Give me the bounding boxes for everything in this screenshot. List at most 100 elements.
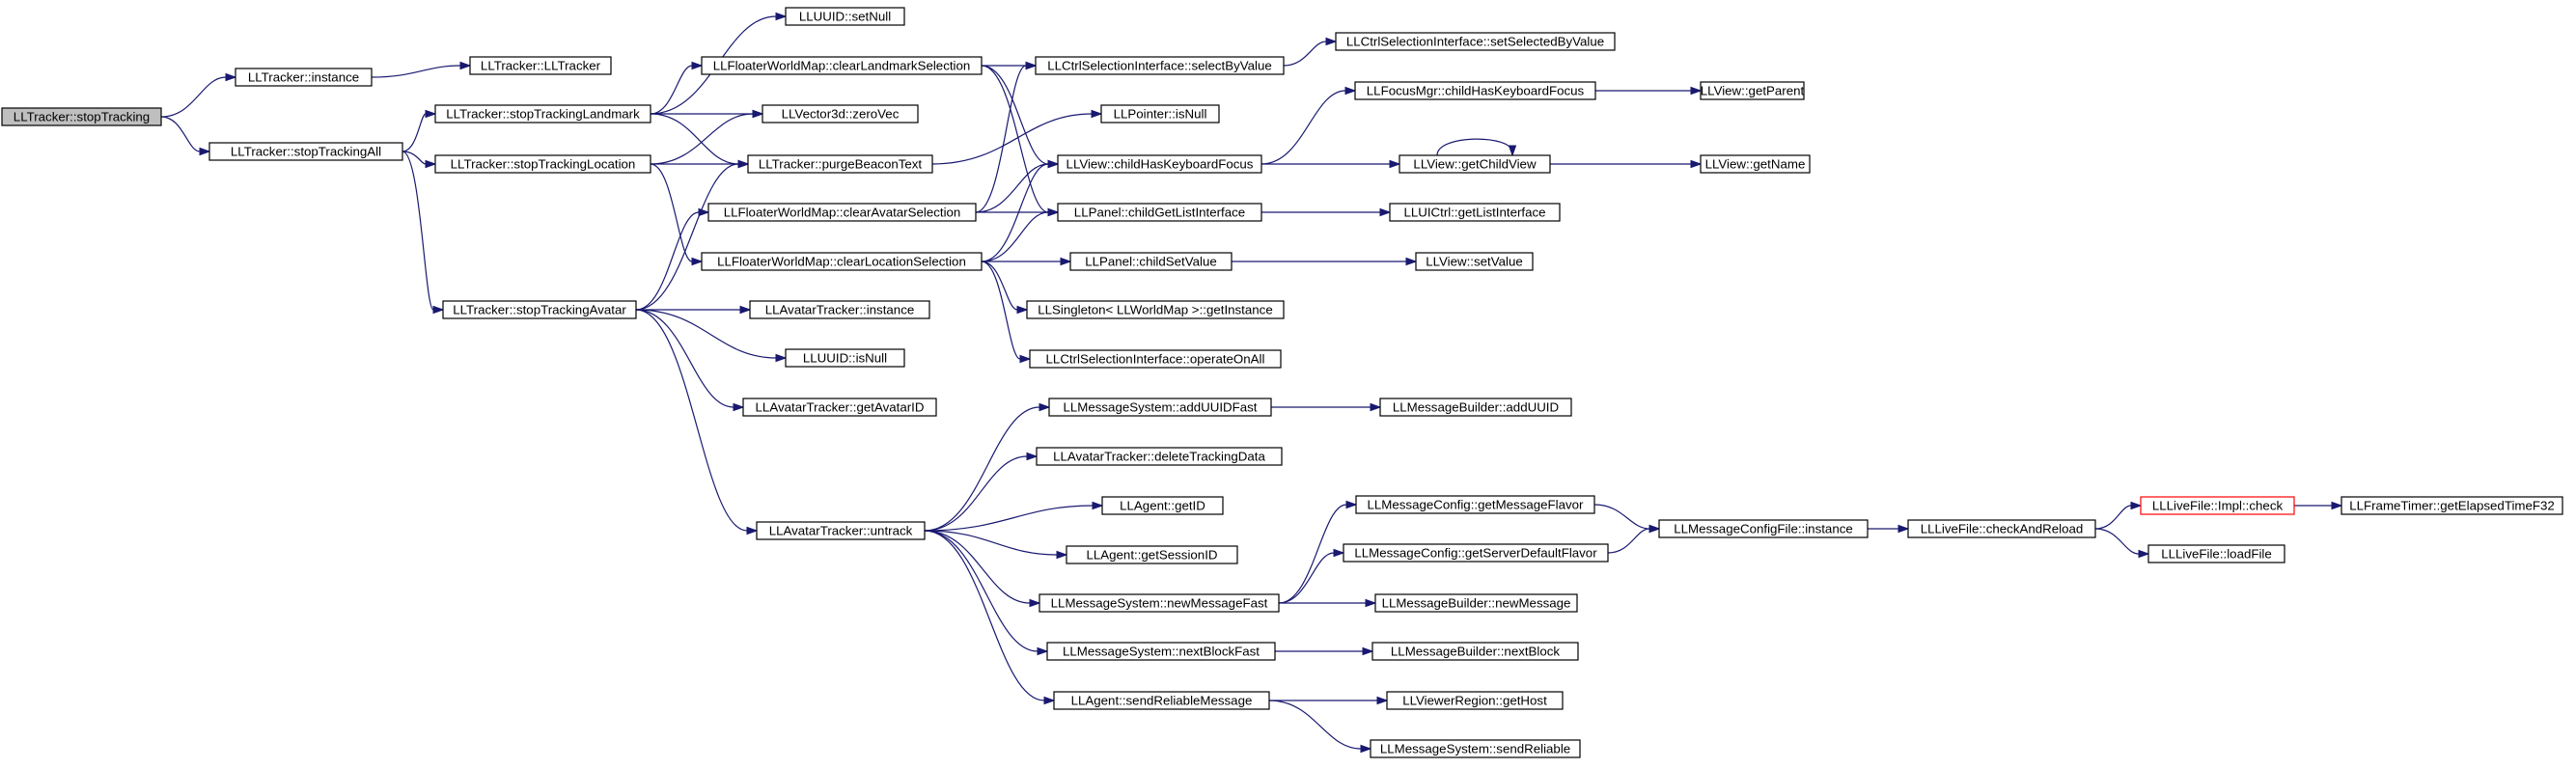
node-llctrlselectioninterface-operateonall[interactable]: LLCtrlSelectionInterface::operateOnAll — [1029, 349, 1282, 369]
node-llmessagesystem-nextblockfast[interactable]: LLMessageSystem::nextBlockFast — [1046, 642, 1276, 661]
node-box — [442, 300, 637, 319]
node-lltracker-stoptrackingavatar[interactable]: LLTracker::stopTrackingAvatar — [442, 300, 637, 319]
node-llsingleton-llworldmap-getinstance[interactable]: LLSingleton< LLWorldMap >::getInstance — [1026, 300, 1285, 319]
node-llfocusmgr-childhaskeyboardfocus[interactable]: LLFocusMgr::childHasKeyboardFocus — [1354, 81, 1596, 100]
node-llmessagebuilder-newmessage[interactable]: LLMessageBuilder::newMessage — [1374, 593, 1578, 613]
node-llview-getchildview[interactable]: LLView::getChildView — [1399, 154, 1551, 174]
node-llview-childhaskeyboardfocus[interactable]: LLView::childHasKeyboardFocus — [1057, 154, 1262, 174]
node-llavatartracker-untrack[interactable]: LLAvatarTracker::untrack — [756, 521, 926, 540]
edge-n24-n11-arrow — [737, 159, 750, 169]
node-lllivefile-checkandreload[interactable]: LLLiveFile::checkAndReload — [1907, 519, 2096, 538]
node-llvector3d-zerovec[interactable]: LLVector3d::zeroVec — [762, 104, 919, 124]
node-llmessageconfig-getserverdefaultflavor[interactable]: LLMessageConfig::getServerDefaultFlavor — [1343, 543, 1609, 563]
node-label: LLMessageBuilder::nextBlock — [1391, 645, 1561, 659]
node-box — [1386, 691, 1564, 710]
node-llframetimer-getelapsedtimef32[interactable]: LLFrameTimer::getElapsedTimeF32 — [2341, 496, 2563, 515]
node-box — [1658, 519, 1869, 538]
node-llmessageconfig-getmessageflavor[interactable]: LLMessageConfig::getMessageFlavor — [1355, 495, 1595, 514]
node-llpanel-childgetlistinterface[interactable]: LLPanel::childGetListInterface — [1057, 203, 1262, 222]
node-llagent-sendreliablemessage[interactable]: LLAgent::sendReliableMessage — [1053, 691, 1270, 710]
node-lltracker-stoptrackinglocation[interactable]: LLTracker::stopTrackingLocation — [434, 154, 651, 174]
node-llctrlselectioninterface-selectbyvalue[interactable]: LLCtrlSelectionInterface::selectByValue — [1035, 56, 1285, 75]
node-box — [1046, 642, 1276, 661]
node-lluuid-isnull[interactable]: LLUUID::isNull — [785, 348, 905, 368]
node-label: LLView::childHasKeyboardFocus — [1066, 157, 1254, 172]
node-label: LLAgent::getSessionID — [1086, 548, 1217, 563]
edge-n3-n4-arrow — [425, 109, 437, 119]
node-box — [2341, 496, 2563, 515]
node-box — [1100, 104, 1220, 124]
node-llmessagesystem-sendreliable[interactable]: LLMessageSystem::sendReliable — [1370, 739, 1581, 758]
node-label: LLMessageConfig::getServerDefaultFlavor — [1354, 546, 1597, 561]
edge-n35-n36-arrow — [2331, 501, 2343, 510]
node-lltracker-instance[interactable]: LLTracker::instance — [235, 68, 373, 87]
edge-n1-n2-arrow — [459, 61, 472, 70]
node-label: LLTracker::instance — [248, 70, 359, 85]
node-lltracker-lltracker[interactable]: LLTracker::LLTracker — [469, 56, 612, 75]
node-box — [1026, 300, 1285, 319]
node-llview-getname[interactable]: LLView::getName — [1700, 154, 1811, 174]
node-llpanel-childsetvalue[interactable]: LLPanel::childSetValue — [1069, 252, 1233, 271]
node-llpointer-isnull[interactable]: LLPointer::isNull — [1100, 104, 1220, 124]
edge-n0-n3-arrow — [199, 147, 211, 156]
node-label: LLPanel::childSetValue — [1085, 255, 1217, 269]
node-llagent-getid[interactable]: LLAgent::getID — [1101, 496, 1224, 515]
node-llview-getparent[interactable]: LLView::getParent — [1700, 81, 1805, 100]
node-lltracker-purgebeacontext[interactable]: LLTracker::purgeBeaconText — [747, 154, 933, 174]
node-box — [701, 252, 983, 271]
node-label: LLCtrlSelectionInterface::selectByValue — [1047, 59, 1272, 73]
node-llavatartracker-getavatarid[interactable]: LLAvatarTracker::getAvatarID — [742, 398, 937, 417]
node-llviewerregion-gethost[interactable]: LLViewerRegion::getHost — [1386, 691, 1564, 710]
node-box — [1907, 519, 2096, 538]
edge-n24-n29 — [635, 309, 734, 408]
edge-n21-n15 — [981, 163, 1049, 262]
node-box — [785, 7, 905, 26]
edge-n43-n34-arrow — [1345, 500, 1358, 509]
edge-n47-n49 — [1268, 700, 1362, 750]
node-lltracker-stoptrackinglandmark[interactable]: LLTracker::stopTrackingLandmark — [434, 104, 651, 124]
edge-n37-n47 — [924, 530, 1045, 701]
edge-n37-n33-arrow — [1092, 501, 1104, 510]
node-llfloaterworldmap-clearlandmarkselection[interactable]: LLFloaterWorldMap::clearLandmarkSelectio… — [701, 56, 983, 75]
node-label: LLPointer::isNull — [1114, 107, 1207, 122]
node-llavatartracker-deletetrackingdata[interactable]: LLAvatarTracker::deleteTrackingData — [1036, 447, 1283, 466]
node-llmessagesystem-newmessagefast[interactable]: LLMessageSystem::newMessageFast — [1039, 593, 1280, 613]
edge-n0-n1 — [160, 76, 227, 118]
node-lllivefile-loadfile[interactable]: LLLiveFile::loadFile — [2147, 544, 2285, 563]
node-lluuid-setnull[interactable]: LLUUID::setNull — [785, 7, 905, 26]
edge-n10-n9 — [650, 113, 754, 165]
node-lltracker-stoptrackingall[interactable]: LLTracker::stopTrackingAll — [208, 142, 403, 161]
edge-n10-n21 — [650, 163, 693, 262]
node-label: LLUUID::setNull — [799, 10, 891, 24]
node-llagent-getsessionid[interactable]: LLAgent::getSessionID — [1066, 545, 1238, 564]
edge-n15-n13 — [1260, 90, 1346, 165]
edge-n10-n9-arrow — [752, 109, 764, 119]
node-llavatartracker-instance[interactable]: LLAvatarTracker::instance — [749, 300, 930, 319]
edge-n4-n11 — [650, 113, 739, 165]
node-label: LLMessageConfigFile::instance — [1674, 522, 1853, 536]
edge-n16-n16-arrow — [1508, 145, 1517, 157]
edge-n43-n40-arrow — [1333, 548, 1345, 558]
node-box — [1, 107, 162, 126]
node-label: LLView::getName — [1705, 157, 1806, 172]
node-llview-setvalue[interactable]: LLView::setValue — [1415, 252, 1534, 271]
node-llmessagebuilder-adduuid[interactable]: LLMessageBuilder::addUUID — [1379, 398, 1572, 417]
edge-n21-n15-arrow — [1047, 159, 1060, 169]
node-llmessagebuilder-nextblock[interactable]: LLMessageBuilder::nextBlock — [1371, 642, 1579, 661]
node-llmessageconfigfile-instance[interactable]: LLMessageConfigFile::instance — [1658, 519, 1869, 538]
node-llmessagesystem-adduuidfast[interactable]: LLMessageSystem::addUUIDFast — [1048, 398, 1272, 417]
node-llfloaterworldmap-clearlocationselection[interactable]: LLFloaterWorldMap::clearLocationSelectio… — [701, 252, 983, 271]
edge-n37-n32-arrow — [1026, 452, 1039, 461]
node-label: LLTracker::stopTrackingAvatar — [453, 303, 626, 317]
edge-n7-n8 — [1283, 41, 1327, 67]
node-label: LLTracker::stopTrackingLocation — [451, 157, 636, 172]
node-lltracker-stoptracking[interactable]: LLTracker::stopTracking — [1, 107, 162, 126]
node-box — [1035, 56, 1285, 75]
edges-layer — [160, 12, 2343, 754]
node-box — [747, 154, 933, 174]
node-llfloaterworldmap-clearavatarselection[interactable]: LLFloaterWorldMap::clearAvatarSelection — [707, 203, 977, 222]
node-lluictrl-getlistinterface[interactable]: LLUICtrl::getListInterface — [1389, 203, 1561, 222]
node-lllivefile-impl-check[interactable]: LLLiveFile::Impl::check — [2140, 496, 2295, 515]
node-llctrlselectioninterface-setselectedbyvalue[interactable]: LLCtrlSelectionInterface::setSelectedByV… — [1335, 32, 1616, 51]
edge-n11-n12 — [931, 113, 1093, 165]
